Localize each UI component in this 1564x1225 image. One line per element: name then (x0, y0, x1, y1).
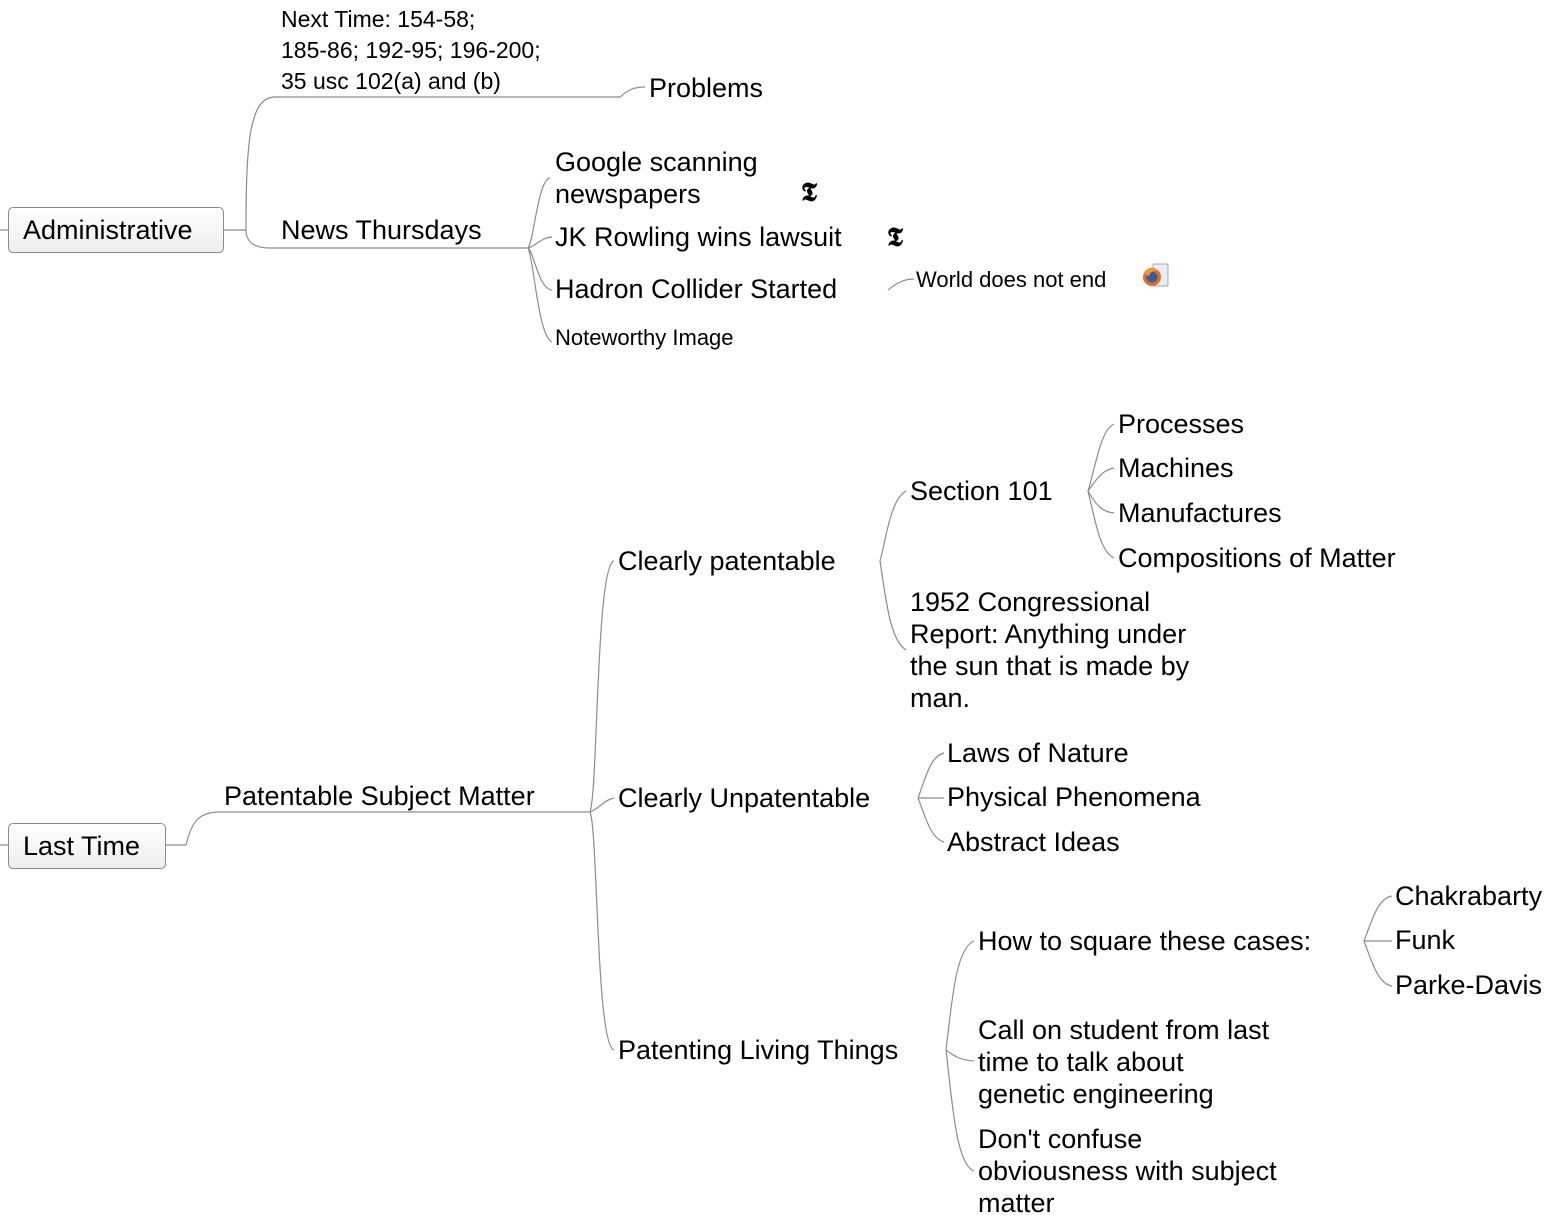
call-line: time to talk about (978, 1047, 1184, 1077)
section-item-machines[interactable]: Machines (1118, 453, 1234, 483)
link-report (879, 560, 907, 651)
link-parke (1363, 940, 1393, 987)
report-line: 1952 Congressional (910, 587, 1151, 617)
news-thursdays-node[interactable]: News Thursdays (281, 215, 482, 245)
section-item-compositions[interactable]: Compositions of Matter (1118, 543, 1396, 573)
report-line: Report: Anything under (910, 619, 1187, 649)
next-time-line: Next Time: 154-58; (281, 6, 476, 32)
clearly-unpatentable-node[interactable]: Clearly Unpatentable (618, 783, 871, 813)
root-node-administrative[interactable]: Administrative (8, 207, 224, 253)
root-label: Last Time (23, 831, 141, 861)
link-problems (619, 86, 646, 98)
link-next-time (245, 96, 620, 231)
call-on-student-node[interactable]: Call on student from last time to talk a… (978, 1014, 1269, 1110)
link-clearly-patentable (589, 560, 615, 813)
root-label: Administrative (23, 215, 193, 245)
link-compositions (1087, 490, 1115, 559)
link-confuse (945, 1049, 975, 1172)
link-hadron (527, 247, 553, 291)
link-processes (1087, 423, 1115, 492)
case-chakrabarty[interactable]: Chakrabarty (1395, 881, 1543, 911)
link-image (527, 247, 553, 343)
link-square (945, 940, 975, 1051)
nyt-icon[interactable]: 𝕿 (887, 223, 903, 253)
link-psm (185, 811, 590, 846)
section-item-manufactures[interactable]: Manufactures (1118, 498, 1282, 528)
hadron-collider-node[interactable]: Hadron Collider Started (555, 274, 838, 304)
link-chakrabarty (1363, 895, 1393, 942)
square-cases-node[interactable]: How to square these cases: (978, 926, 1312, 956)
link-laws (917, 752, 945, 799)
confuse-line: Don't confuse (978, 1124, 1143, 1154)
confuse-line: obviousness with subject (978, 1156, 1277, 1186)
section-101-node[interactable]: Section 101 (910, 476, 1053, 506)
link-rowling (527, 236, 553, 249)
link-living (589, 811, 615, 1051)
nyt-icon[interactable]: 𝕿 (801, 178, 817, 208)
link-abstract (917, 797, 945, 843)
firefox-icon[interactable] (1140, 262, 1170, 290)
link-world (887, 278, 915, 291)
confuse-line: matter (978, 1188, 1055, 1218)
clearly-patentable-node[interactable]: Clearly patentable (618, 546, 836, 576)
link-google (527, 177, 551, 249)
link-call (945, 1049, 975, 1062)
unpatentable-item-abstract[interactable]: Abstract Ideas (947, 827, 1120, 857)
patenting-living-things-node[interactable]: Patenting Living Things (618, 1035, 899, 1065)
report-line: the sun that is made by (910, 651, 1190, 681)
report-line: man. (910, 683, 971, 713)
section-item-processes[interactable]: Processes (1118, 409, 1245, 439)
root-node-last-time[interactable]: Last Time (8, 823, 166, 869)
link-news-thursdays (245, 229, 528, 249)
unpatentable-item-laws[interactable]: Laws of Nature (947, 738, 1129, 768)
unpatentable-item-physical[interactable]: Physical Phenomena (947, 782, 1201, 812)
jk-rowling-node[interactable]: JK Rowling wins lawsuit (555, 222, 842, 252)
case-funk[interactable]: Funk (1395, 925, 1456, 955)
next-time-line: 185-86; 192-95; 196-200; (281, 37, 541, 63)
google-line: newspapers (555, 179, 701, 209)
link-clearly-unpatentable (589, 797, 615, 813)
next-time-line: 35 usc 102(a) and (b) (281, 68, 501, 94)
google-line: Google scanning (555, 147, 758, 177)
congressional-report-node[interactable]: 1952 Congressional Report: Anything unde… (910, 586, 1189, 714)
problems-node[interactable]: Problems (649, 73, 764, 103)
noteworthy-image-node[interactable]: Noteworthy Image (555, 325, 734, 350)
link-machines (1087, 467, 1115, 492)
dont-confuse-node[interactable]: Don't confuse obviousness with subject m… (978, 1123, 1277, 1219)
call-line: genetic engineering (978, 1079, 1214, 1109)
link-section-101 (879, 490, 907, 562)
call-line: Call on student from last (978, 1015, 1270, 1045)
world-does-not-end-node[interactable]: World does not end (916, 267, 1107, 292)
case-parke-davis[interactable]: Parke-Davis (1395, 970, 1543, 1000)
link-manufactures (1087, 490, 1115, 514)
patentable-subject-matter-node[interactable]: Patentable Subject Matter (224, 781, 535, 811)
google-scanning-node[interactable]: Google scanning newspapers (555, 146, 758, 210)
next-time-node[interactable]: Next Time: 154-58; 185-86; 192-95; 196-2… (281, 4, 541, 97)
